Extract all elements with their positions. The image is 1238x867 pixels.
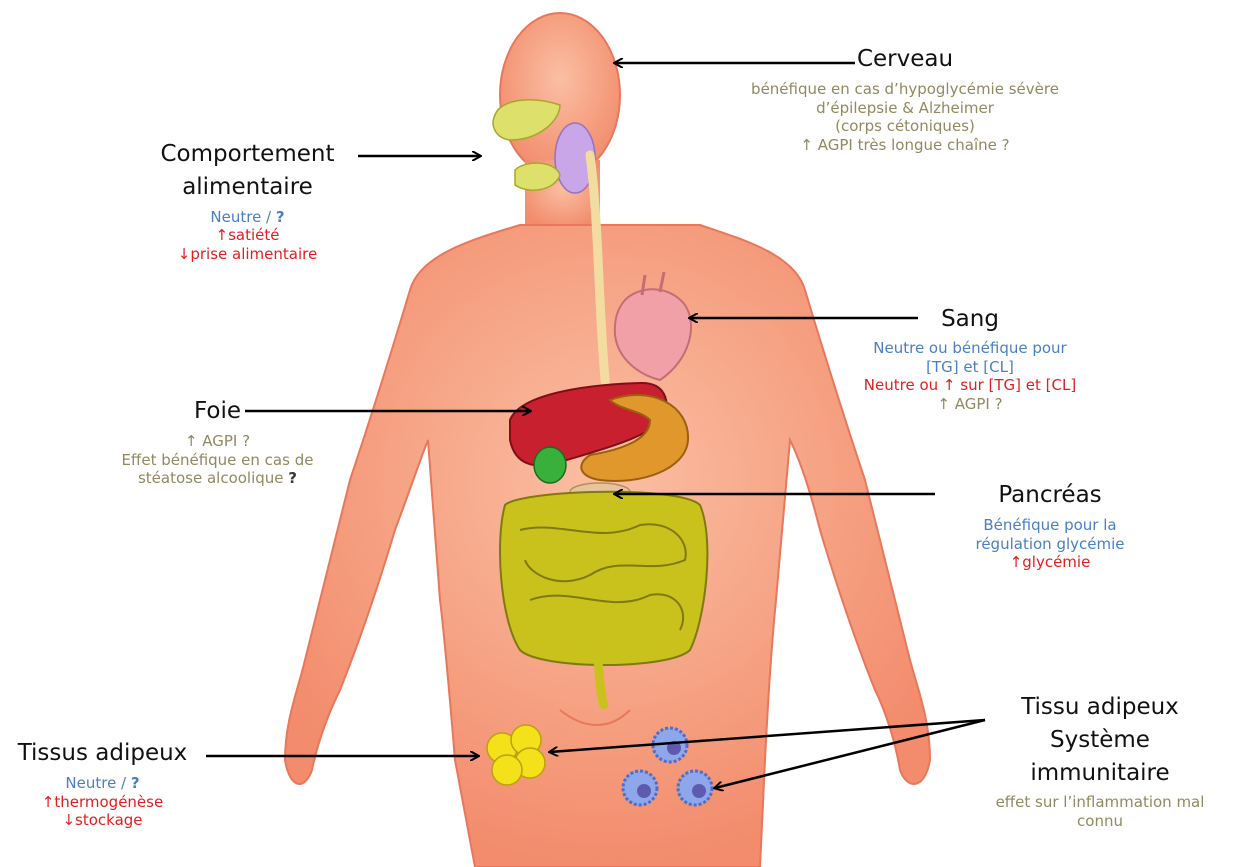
sang-line-1: Neutre ou bénéfique pour — [820, 339, 1120, 358]
label-tissus-adipeux: Tissus adipeux Neutre / ? ↑thermogénèse … — [0, 739, 205, 830]
comportement-line-1: Neutre / ? — [135, 208, 360, 227]
tissus-adipeux-line-2: ↑thermogénèse — [0, 793, 205, 812]
comportement-question: ? — [276, 208, 285, 226]
cerveau-title: Cerveau — [745, 45, 1065, 74]
tissu-immunitaire-line-1: effet sur l’inflammation mal — [965, 793, 1235, 812]
comportement-line-3: ↓prise alimentaire — [135, 245, 360, 264]
cerveau-line-2: d’épilepsie & Alzheimer — [745, 99, 1065, 118]
label-pancreas: Pancréas Bénéfique pour la régulation gl… — [935, 481, 1165, 572]
foie-question: ? — [288, 469, 297, 487]
tissu-immunitaire-title-2: Système — [965, 726, 1235, 755]
pancreas-line-1: Bénéfique pour la — [935, 516, 1165, 535]
comportement-line-2: ↑satiété — [135, 226, 360, 245]
tissus-adipeux-line-1: Neutre / ? — [0, 774, 205, 793]
pancreas-line-3: ↑glycémie — [935, 553, 1165, 572]
cerveau-line-4: ↑ AGPI très longue chaîne ? — [745, 136, 1065, 155]
cerveau-line-3: (corps cétoniques) — [745, 117, 1065, 136]
foie-line-2: Effet bénéfique en cas de — [100, 451, 335, 470]
sang-line-2: [TG] et [CL] — [820, 358, 1120, 377]
sang-title: Sang — [820, 305, 1120, 334]
foie-line-1: ↑ AGPI ? — [100, 432, 335, 451]
label-tissu-immunitaire: Tissu adipeux Système immunitaire effet … — [965, 693, 1235, 831]
label-foie: Foie ↑ AGPI ? Effet bénéfique en cas de … — [100, 397, 335, 488]
foie-title: Foie — [100, 397, 335, 426]
comportement-neutre: Neutre / — [210, 208, 276, 226]
foie-line-3: stéatose alcoolique ? — [100, 469, 335, 488]
label-cerveau: Cerveau bénéfique en cas d’hypoglycémie … — [745, 45, 1065, 155]
sang-line-3: Neutre ou ↑ sur [TG] et [CL] — [820, 376, 1120, 395]
tissus-adipeux-neutre: Neutre / — [65, 774, 131, 792]
pancreas-title: Pancréas — [935, 481, 1165, 510]
cerveau-line-1: bénéfique en cas d’hypoglycémie sévère — [745, 80, 1065, 99]
tissu-immunitaire-title-1: Tissu adipeux — [965, 693, 1235, 722]
pancreas-line-2: régulation glycémie — [935, 535, 1165, 554]
tissu-immunitaire-line-2: connu — [965, 812, 1235, 831]
foie-steatose: stéatose alcoolique — [138, 469, 288, 487]
tissus-adipeux-title: Tissus adipeux — [0, 739, 205, 768]
adipocytes — [487, 725, 545, 785]
comportement-title-1: Comportement — [135, 140, 360, 169]
sang-line-4: ↑ AGPI ? — [820, 395, 1120, 414]
tissu-immunitaire-title-3: immunitaire — [965, 759, 1235, 788]
gallbladder-organ — [534, 447, 566, 483]
label-sang: Sang Neutre ou bénéfique pour [TG] et [C… — [820, 305, 1120, 414]
tissus-adipeux-question: ? — [131, 774, 140, 792]
label-comportement: Comportement alimentaire Neutre / ? ↑sat… — [135, 140, 360, 264]
tissus-adipeux-line-3: ↓stockage — [0, 811, 205, 830]
comportement-title-2: alimentaire — [135, 173, 360, 202]
